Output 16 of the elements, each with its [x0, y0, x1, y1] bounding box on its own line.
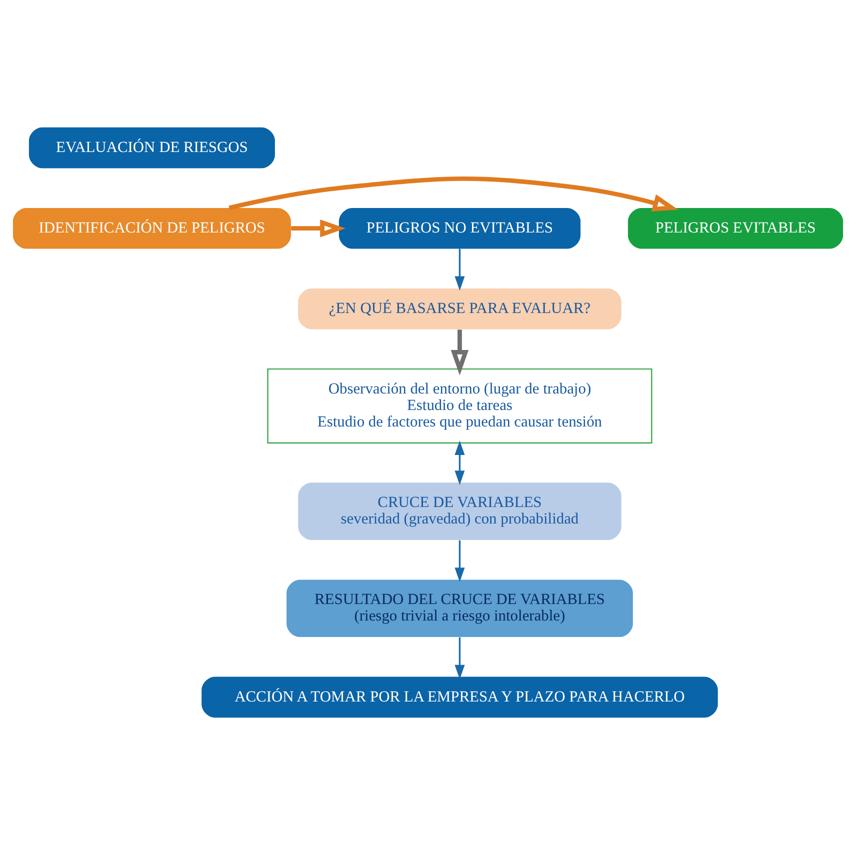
node-box: RESULTADO DEL CRUCE DE VARIABLES (riesgo trivial a riesgo intolerable): [286, 579, 633, 637]
node-box: CRUCE DE VARIABLES severidad (gravedad) con probabilidad: [298, 482, 622, 540]
arrow: [454, 440, 465, 484]
arrow: [454, 636, 465, 679]
node-box: IDENTIFICACIÓN DE PELIGROS: [12, 207, 291, 248]
arrow: [291, 218, 346, 237]
node-box: EVALUACIÓN DE RIESGOS: [28, 126, 275, 168]
arrow: [450, 329, 469, 375]
node-box: ¿EN QUÉ BASARSE PARA EVALUAR?: [298, 288, 622, 329]
arrow: [228, 176, 678, 211]
arrow: [454, 540, 465, 582]
node-box: PELIGROS NO EVITABLES: [338, 207, 580, 248]
node-box: ACCIÓN A TOMAR POR LA EMPRESA Y PLAZO PARA HACERLO: [202, 676, 718, 718]
node-box: PELIGROS EVITABLES: [628, 207, 844, 248]
arrow: [454, 248, 465, 290]
node-box: Observación del entorno (lugar de trabajo) Estudio de tareas Estudio de factores que puedan causar tensión: [267, 368, 652, 443]
